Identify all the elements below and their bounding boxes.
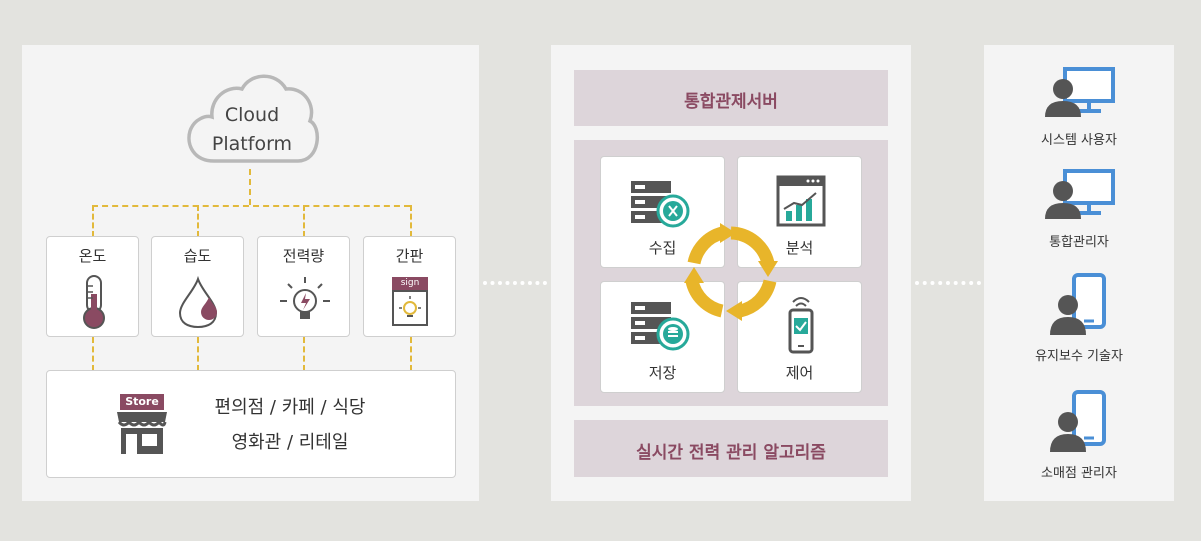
algorithm-band: 실시간 전력 관리 알고리즘 [574,420,888,477]
connector-line [197,337,199,371]
sensor-card-humidity: 습도 [151,236,244,337]
sign-badge: sign [392,277,428,290]
water-drop-icon [178,275,218,329]
cloud-line2: Platform [211,133,293,155]
sensor-card-signboard: 간판 sign [363,236,456,337]
user-label: 소매점 관리자 [1041,466,1117,481]
connector-line [303,205,305,237]
user-mobile-icon [1050,273,1106,335]
server-database-icon [631,302,690,351]
sensor-label: 간판 [395,247,424,265]
module-label: 저장 [648,364,677,382]
user-desktop-icon [1045,169,1115,219]
module-label: 수집 [648,239,677,257]
field-devices-panel: Cloud Platform 온도 습도 전력량 [22,45,479,501]
server-modules-area: 수집 분석 [574,140,888,406]
connector-line [92,337,94,371]
user-store-manager: 소매점 관리자 [984,390,1174,481]
analytics-chart-icon [776,175,826,227]
server-collect-icon [631,181,690,228]
store-card: Store 편의점 / 카페 / 식당 영화관 / 리테일 [46,370,456,478]
sensor-card-power: 전력량 [257,236,350,337]
thermometer-icon [83,275,105,329]
store-types-line2: 영화관 / 리테일 [231,432,349,453]
module-label: 분석 [785,239,814,257]
sensor-card-temperature: 온도 [46,236,139,337]
connector-line [410,205,412,237]
sensor-bus-line [92,205,410,207]
store-types-line1: 편의점 / 카페 / 식당 [214,397,366,418]
connector-line [197,205,199,237]
user-system: 시스템 사용자 [984,67,1174,148]
store-icon [117,412,167,454]
connector-line [410,337,412,371]
user-label: 통합관리자 [1049,235,1109,250]
algorithm-title: 실시간 전력 관리 알고리즘 [636,443,826,463]
user-admin: 통합관리자 [984,169,1174,250]
user-technician: 유지보수 기술자 [984,273,1174,364]
user-label: 시스템 사용자 [1041,133,1117,148]
sensor-label: 온도 [78,247,107,265]
module-label: 제어 [785,364,814,382]
store-badge: Store [120,394,164,410]
lightbulb-icon [280,277,330,319]
mobile-control-icon [788,297,814,354]
cycle-arrows-icon [684,223,778,321]
sign-icon [392,290,428,326]
user-label: 유지보수 기술자 [1035,349,1123,364]
server-title: 통합관제서버 [684,92,778,112]
panel-link-dots [915,281,981,285]
sensor-label: 전력량 [282,247,325,265]
connector-line [303,337,305,371]
users-panel: 시스템 사용자 통합관리자 유지보수 기술자 소매점 관리자 [984,45,1174,501]
sensor-label: 습도 [183,247,212,265]
cloud-line1: Cloud [224,104,280,126]
panel-link-dots [483,281,547,285]
server-title-band: 통합관제서버 [574,70,888,126]
cloud-connector [249,169,251,205]
user-mobile-icon [1050,390,1106,452]
cloud-icon [187,74,319,163]
user-desktop-icon [1045,67,1115,117]
connector-line [92,205,94,237]
cloud-platform-label: Cloud Platform [182,101,322,159]
control-server-panel: 통합관제서버 수집 [551,45,911,501]
